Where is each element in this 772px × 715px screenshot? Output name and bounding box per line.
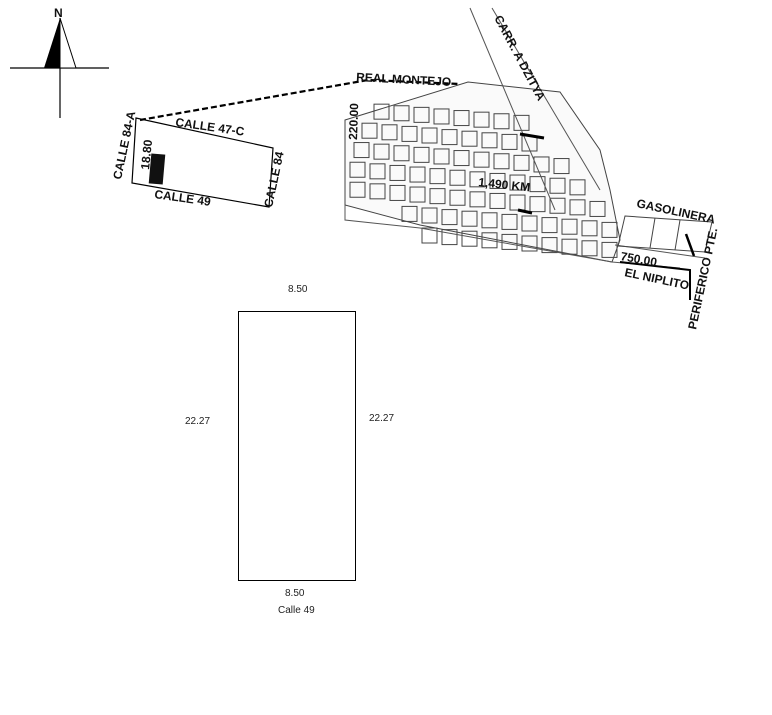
grid-block [481, 232, 498, 249]
grid-block [489, 192, 506, 209]
grid-block [413, 106, 430, 123]
town-grid [344, 7, 706, 269]
label-distance-220: 220.00 [346, 103, 361, 140]
grid-block [421, 207, 438, 224]
grid-block [501, 233, 518, 250]
dim-left: 22.27 [185, 416, 211, 427]
grid-block [601, 241, 618, 258]
grid-block [369, 163, 386, 180]
grid-block [369, 183, 386, 200]
lot-outline [238, 311, 356, 581]
grid-block [381, 124, 398, 141]
grid-block [453, 110, 470, 127]
label-calle-84: CALLE 84 [261, 150, 287, 209]
grid-block [481, 212, 498, 229]
grid-block [429, 188, 446, 205]
grid-block [521, 215, 538, 232]
grid-block [501, 133, 518, 150]
grid-block [489, 172, 506, 189]
periferico-road [619, 261, 691, 300]
grid-block [393, 105, 410, 122]
grid-block [373, 103, 390, 120]
grid-block [541, 217, 558, 234]
grid-block [433, 108, 450, 125]
label-calle-49: CALLE 49 [154, 187, 212, 209]
grid-block [353, 142, 370, 159]
grid-block [349, 181, 366, 198]
grid-block [581, 240, 598, 257]
grid-block [533, 156, 550, 173]
grid-block [541, 237, 558, 254]
grid-block [553, 158, 570, 175]
grid-block [441, 129, 458, 146]
grid-block [481, 132, 498, 149]
grid-block [469, 191, 486, 208]
grid-block [469, 171, 486, 188]
lot-locator-outline [131, 117, 274, 208]
dim-top: 8.50 [288, 284, 308, 295]
dim-right: 22.27 [369, 413, 395, 424]
grid-block [389, 184, 406, 201]
grid-block [509, 194, 526, 211]
label-real-montejo: REAL MONTEJO [356, 70, 452, 89]
label-distance-750: 750.00 [619, 249, 658, 269]
gasolinera-area [617, 215, 713, 257]
label-calle-47c: CALLE 47-C [175, 115, 246, 139]
grid-block [549, 177, 566, 194]
grid-block [389, 164, 406, 181]
grid-block [461, 130, 478, 147]
grid-block [421, 227, 438, 244]
label-lot-width: 18.80 [138, 139, 155, 171]
grid-block [393, 145, 410, 162]
label-distance-km: 1,490 KM [478, 175, 531, 194]
north-arrow-icon [10, 17, 109, 118]
highlight-segments [517, 132, 545, 215]
grid-block [493, 153, 510, 170]
grid-block [361, 122, 378, 139]
grid-block [421, 127, 438, 144]
north-label: N [54, 6, 63, 20]
grid-block [569, 179, 586, 196]
grid-block [529, 176, 546, 193]
grid-block [581, 220, 598, 237]
grid-block [441, 229, 458, 246]
grid-block [441, 209, 458, 226]
lot-marker [148, 153, 166, 185]
grid-block [461, 230, 478, 247]
grid-block [513, 154, 530, 171]
grid-block [401, 205, 418, 222]
dim-bottom: 8.50 [285, 588, 305, 599]
grid-block [453, 150, 470, 167]
grid-block [401, 125, 418, 142]
street-label: Calle 49 [278, 605, 315, 616]
grid-block [449, 169, 466, 186]
grid-block [413, 146, 430, 163]
grid-block [349, 161, 366, 178]
grid-block [473, 151, 490, 168]
grid-block [561, 218, 578, 235]
grid-block [589, 200, 606, 217]
grid-block [409, 186, 426, 203]
grid-block [549, 197, 566, 214]
grid-block [429, 168, 446, 185]
label-gasolinera: GASOLINERA [635, 196, 716, 226]
grid-block [449, 189, 466, 206]
grid-block [473, 111, 490, 128]
grid-block [529, 196, 546, 213]
grid-block [461, 210, 478, 227]
grid-block [433, 148, 450, 165]
grid-block [569, 199, 586, 216]
grid-block [493, 113, 510, 130]
grid-block [501, 213, 518, 230]
grid-block [521, 235, 538, 252]
grid-block [601, 221, 618, 238]
grid-block [409, 166, 426, 183]
grid-block [373, 143, 390, 160]
grid-block [509, 174, 526, 191]
